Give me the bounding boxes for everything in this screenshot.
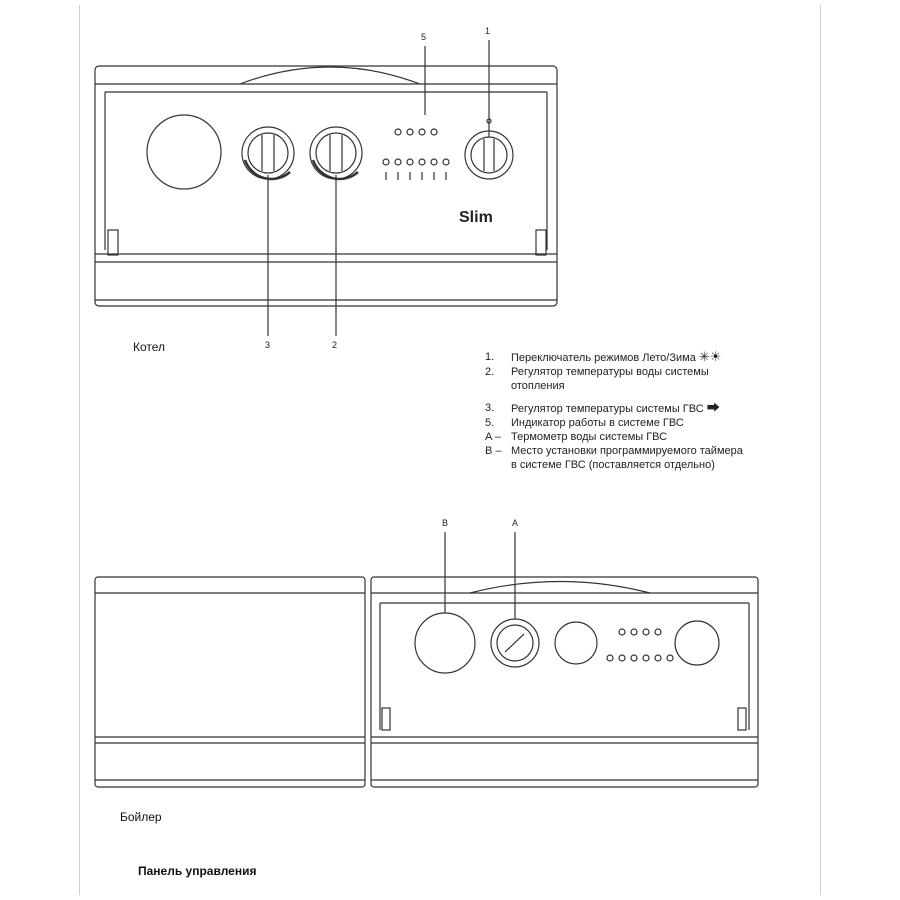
callout-2: 2 [332,340,338,350]
legend-text: Переключатель режимов Лето/Зима ✳☀ [511,350,805,365]
bottom-knob-left[interactable] [554,621,598,665]
legend-item-3: 3. Регулятор температуры системы ГВС ⮕ [485,401,805,416]
legend-key: 3. [485,402,495,414]
legend-text-content: Переключатель режимов Лето/Зима [511,352,696,364]
legend-text-content: Регулятор температуры системы ГВС [511,403,704,415]
legend-item-b-cont: в системе ГВС (поставляется отдельно) [511,459,715,471]
legend-item-2: 2. Регулятор температуры воды системы [485,365,805,379]
legend-key: 1. [485,351,495,363]
legend-text: Регулятор температуры системы ГВС ⮕ [511,401,805,416]
timer-slot-b [414,612,476,674]
legend-item-a: A – Термометр воды системы ГВС [485,430,805,444]
legend-text: Место установки программируемого таймера [511,445,743,457]
caption-kotel: Котел [133,340,166,354]
callout-3: 3 [265,340,271,350]
legend-text: Регулятор температуры воды системы [511,366,709,378]
legend-item-2-cont: отопления [511,380,565,392]
dhw-temperature-knob[interactable] [241,126,295,181]
legend-text: Индикатор работы в системе ГВС [511,417,684,429]
legend-item-5: 5. Индикатор работы в системе ГВС [485,416,805,430]
legend-item-1: 1. Переключатель режимов Лето/Зима ✳☀ [485,350,805,365]
bottom-indicator-lights [606,628,674,662]
indicator-lights [382,128,450,180]
legend-text: Термометр воды системы ГВС [511,431,668,443]
timer-slot-circle [146,114,222,190]
legend: 1. Переключатель режимов Лето/Зима ✳☀ 2.… [485,350,805,472]
page-frame [79,5,821,895]
legend-item-b: B – Место установки программируемого тай… [485,444,805,458]
heating-temperature-knob[interactable] [309,126,363,181]
tap-icon: ⮕ [706,400,720,415]
legend-key: 5. [485,417,495,429]
slim-logo: Slim [459,209,493,226]
caption-boiler: Бойлер [120,810,162,824]
legend-key: 2. [485,366,495,378]
caption-panel: Панель управления [138,864,257,878]
thermometer-a [490,618,540,668]
callout-a: A [512,518,519,528]
boiler-unit [94,576,366,788]
legend-key: A – [485,431,501,443]
callout-b: B [442,518,449,528]
control-panel-unit [370,532,759,788]
callout-5: 5 [421,32,427,42]
snowflake-sun-icon: ✳☀ [698,349,722,364]
legend-key: B – [485,445,502,457]
bottom-knob-right[interactable] [674,620,720,666]
callout-1: 1 [485,26,491,36]
kotel-panel [94,40,558,336]
